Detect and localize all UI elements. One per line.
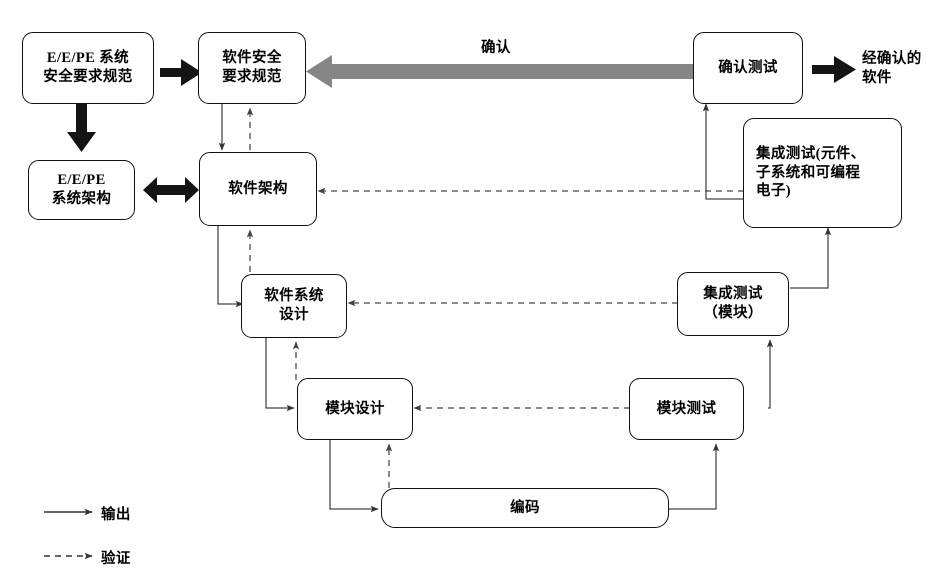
arrow-eepe-req-to-sw-req bbox=[160, 59, 202, 86]
wire-sysdesign-to-moduledesign bbox=[265, 338, 295, 412]
node-label: E/E/PE 系统架构 bbox=[51, 172, 112, 207]
arrow-eepe-arch-to-sw-arch bbox=[143, 177, 199, 203]
node-software-safety-requirements[interactable]: 软件安全 要求规范 bbox=[198, 32, 306, 104]
node-label: 软件架构 bbox=[228, 180, 288, 197]
wire-integrationmodule-to-integrationsystem bbox=[790, 227, 832, 289]
wire-integrationsystem-to-validationtest bbox=[702, 103, 744, 200]
arrow-eepe-req-to-eepe-arch bbox=[67, 104, 96, 152]
node-label: 模块设计 bbox=[325, 400, 385, 417]
legend-lines bbox=[44, 508, 93, 560]
node-label: 模块测试 bbox=[656, 400, 717, 417]
node-label: E/E/PE 系统 安全要求规范 bbox=[43, 50, 133, 85]
wire-coding-to-moduletest bbox=[668, 443, 720, 510]
wire-arch-to-sysdesign bbox=[217, 226, 244, 308]
label-validated-software: 经确认的 软件 bbox=[862, 51, 922, 86]
node-eepe-safety-requirements[interactable]: E/E/PE 系统 安全要求规范 bbox=[22, 32, 154, 104]
node-integration-test-system[interactable]: 集成测试(元件、 子系统和可编程 电子) bbox=[743, 118, 902, 228]
node-label: 软件系统 设计 bbox=[264, 288, 324, 323]
wire-moduletest-to-integrationmodule bbox=[766, 339, 774, 409]
node-label: 软件安全 要求规范 bbox=[222, 50, 282, 85]
node-module-design[interactable]: 模块设计 bbox=[297, 378, 413, 440]
node-label: 确认测试 bbox=[718, 59, 778, 76]
wire-moduledesign-to-coding bbox=[329, 440, 379, 513]
node-label: 编码 bbox=[510, 499, 540, 516]
node-integration-test-module[interactable]: 集成测试 （模块） bbox=[677, 272, 789, 336]
node-coding[interactable]: 编码 bbox=[381, 488, 669, 528]
legend-output-label: 输出 bbox=[101, 507, 131, 523]
arrow-validationtest-to-validated-software bbox=[812, 56, 856, 83]
arrow-validation-gray bbox=[306, 55, 694, 88]
node-validation-test[interactable]: 确认测试 bbox=[693, 32, 803, 104]
legend-verification-label: 验证 bbox=[101, 551, 131, 567]
node-eepe-architecture[interactable]: E/E/PE 系统架构 bbox=[28, 160, 135, 220]
node-label: 集成测试(元件、 子系统和可编程 电子) bbox=[756, 145, 866, 200]
node-label: 集成测试 （模块） bbox=[703, 286, 763, 321]
node-module-test[interactable]: 模块测试 bbox=[629, 378, 744, 440]
label-validation-arrow: 确认 bbox=[481, 40, 511, 56]
node-software-architecture[interactable]: 软件架构 bbox=[199, 152, 317, 226]
node-software-system-design[interactable]: 软件系统 设计 bbox=[241, 274, 347, 338]
